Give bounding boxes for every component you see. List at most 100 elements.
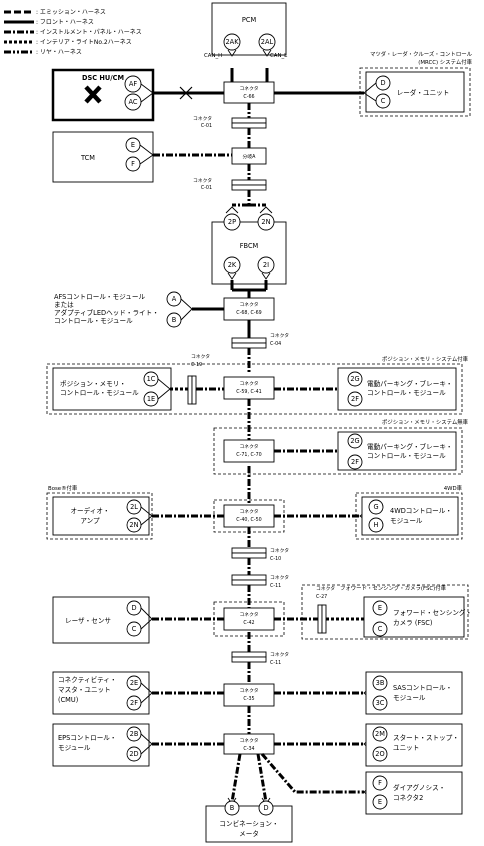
svg-text:2G: 2G [350, 375, 359, 383]
svg-text:コントロール・モジュール: コントロール・モジュール [367, 452, 446, 460]
svg-text:2D: 2D [129, 750, 138, 758]
svg-text:2F: 2F [351, 458, 359, 466]
svg-text:2E: 2E [130, 679, 138, 687]
svg-text:コネクタ: コネクタ [270, 651, 289, 658]
spine-wires [230, 68, 269, 803]
svg-text:モジュール: モジュール [390, 517, 423, 525]
svg-text:2B: 2B [130, 730, 139, 738]
svg-text:ポジション・メモリ・: ポジション・メモリ・ [60, 380, 126, 388]
svg-text:メータ: メータ [239, 829, 259, 838]
svg-text:D: D [380, 79, 385, 87]
svg-text:C: C [132, 625, 137, 633]
svg-text:(MRCC) システム付車: (MRCC) システム付車 [418, 58, 472, 66]
svg-text:マツダ・レーダ・クルーズ・コントロール: マツダ・レーダ・クルーズ・コントロール [370, 50, 473, 58]
svg-text:H: H [374, 521, 379, 529]
svg-text:F: F [131, 160, 135, 168]
svg-text:3B: 3B [376, 679, 385, 687]
tcm: TCM E F [52, 131, 232, 183]
svg-text:2G: 2G [350, 437, 359, 445]
svg-text:D: D [131, 604, 136, 612]
svg-text:コネクタ: コネクタ [240, 611, 259, 618]
svg-text:マスタ・ユニット: マスタ・ユニット [58, 685, 111, 694]
svg-text:AF: AF [129, 80, 138, 88]
inline-connector-c04: コネクタ C-04 [231, 332, 289, 349]
svg-text:C-68, C-69: C-68, C-69 [236, 310, 261, 316]
legend: : エミッション・ハーネス : フロント・ハーネス : インストルメント・パネル… [4, 9, 142, 56]
svg-text:アダプティブLEDヘッド・ライト・: アダプティブLEDヘッド・ライト・ [54, 308, 159, 317]
inline-connector-c01-a: コネクタ C-01 [193, 115, 267, 129]
svg-text:C-71, C-70: C-71, C-70 [236, 452, 261, 458]
svg-text:E: E [378, 604, 382, 612]
svg-text:カメラ (FSC): カメラ (FSC) [393, 619, 433, 627]
svg-text:F: F [378, 779, 382, 787]
inline-connector-c11-a: コネクタ C-11 [231, 574, 289, 589]
branch-a: 分岐A [231, 147, 267, 165]
svg-text:C-42: C-42 [243, 620, 254, 626]
svg-text:E: E [378, 798, 382, 806]
no-position-memory-system: ポジション・メモリ・システム無車 コネクタ C-71, C-70 2G 2F 電… [213, 418, 469, 475]
radar-label: レーダ・ユニット [397, 88, 450, 97]
svg-text:C-11: C-11 [270, 660, 281, 666]
svg-text:2O: 2O [375, 750, 384, 758]
svg-text:A: A [172, 295, 177, 303]
junction-c66: コネクタ C-66 [223, 81, 275, 104]
svg-text:(CMU): (CMU) [58, 696, 78, 704]
svg-text:モジュール: モジュール [393, 694, 426, 702]
svg-text:コネクタ: コネクタ [193, 115, 212, 122]
svg-text:コントロール・モジュール: コントロール・モジュール [367, 389, 446, 397]
svg-text:ポジション・メモリ・システム付車: ポジション・メモリ・システム付車 [382, 355, 469, 363]
svg-text:AC: AC [129, 98, 138, 106]
svg-text:コネクタ: コネクタ [270, 574, 289, 581]
svg-text:モジュール: モジュール [58, 744, 91, 752]
bose-4wd-block: Bose®付車 4WD車 オーディオ・ アンプ 2L 2N コネクタ C-40,… [46, 484, 463, 540]
svg-text:コントロール・モジュール: コントロール・モジュール [54, 317, 133, 325]
can-h-label: CAN_H [204, 53, 222, 59]
inline-connector-c10: コネクタ C-10 [231, 547, 289, 562]
inline-connector-c01-b: コネクタ C-01 [193, 177, 267, 191]
svg-text:C-19: C-19 [191, 362, 202, 368]
svg-text:ユニット: ユニット [393, 744, 419, 752]
svg-text:コンビネーション・: コンビネーション・ [219, 819, 278, 828]
svg-text:フォワード・センシング・: フォワード・センシング・ [393, 608, 472, 617]
svg-text:スタート・ストップ・: スタート・ストップ・ [393, 733, 459, 742]
combination-meter: B D コンビネーション・ メータ [205, 797, 293, 843]
svg-text:2K: 2K [228, 261, 237, 269]
svg-text:コネクタ: コネクタ [240, 737, 259, 744]
svg-text:2M: 2M [375, 730, 385, 738]
pcm-label: PCM [242, 16, 257, 24]
svg-text:B: B [230, 804, 235, 812]
svg-text:C-34: C-34 [243, 746, 254, 752]
svg-text:2P: 2P [228, 218, 236, 226]
position-memory-system: ポジション・メモリ・システム付車 ポジション・メモリ・ コントロール・モジュール… [46, 353, 469, 415]
svg-text:電動パーキング・ブレーキ・: 電動パーキング・ブレーキ・ [367, 379, 453, 388]
svg-text:C-10: C-10 [270, 556, 281, 562]
svg-text:コネクタ2: コネクタ2 [393, 793, 423, 802]
tcm-label: TCM [80, 154, 95, 162]
legend-front: : フロント・ハーネス [36, 19, 94, 26]
svg-text:2F: 2F [130, 699, 138, 707]
svg-text:2N: 2N [261, 218, 270, 226]
svg-text:E: E [131, 141, 135, 149]
radar-unit: マツダ・レーダ・クルーズ・コントロール (MRCC) システム付車 レーダ・ユニ… [274, 50, 473, 117]
svg-text:コネクタ: コネクタ [270, 332, 289, 339]
svg-text:4WD車: 4WD車 [444, 484, 463, 492]
pcm: PCM 2AK 2AL CAN_H CAN_L [204, 2, 287, 59]
svg-text:コネクティビティ・: コネクティビティ・ [58, 675, 117, 684]
svg-text:C-11: C-11 [270, 583, 281, 589]
svg-text:2N: 2N [129, 521, 138, 529]
cmu-sas-block: コネクティビティ・ マスタ・ユニット (CMU) 2E 2F コネクタ C-35… [52, 671, 463, 715]
inline-connector-c11-b: コネクタ C-11 [231, 651, 289, 666]
svg-text:コネクタ: コネクタ [240, 380, 259, 387]
svg-text:コネクタ: コネクタ [193, 177, 212, 184]
svg-text:3C: 3C [376, 699, 385, 707]
svg-text:EPSコントロール・: EPSコントロール・ [58, 734, 116, 742]
svg-text:C-01: C-01 [201, 185, 212, 191]
dsc-x-icon [84, 85, 102, 104]
svg-text:アンプ: アンプ [80, 517, 100, 525]
svg-text:ポジション・メモリ・システム無車: ポジション・メモリ・システム無車 [382, 418, 469, 426]
junction-c68: コネクタ C-68, C-69 [223, 297, 275, 321]
svg-text:SASコントロール・: SASコントロール・ [393, 684, 452, 692]
svg-text:コネクタ: コネクタ [240, 85, 259, 92]
svg-text:Bose®付車: Bose®付車 [48, 484, 78, 492]
